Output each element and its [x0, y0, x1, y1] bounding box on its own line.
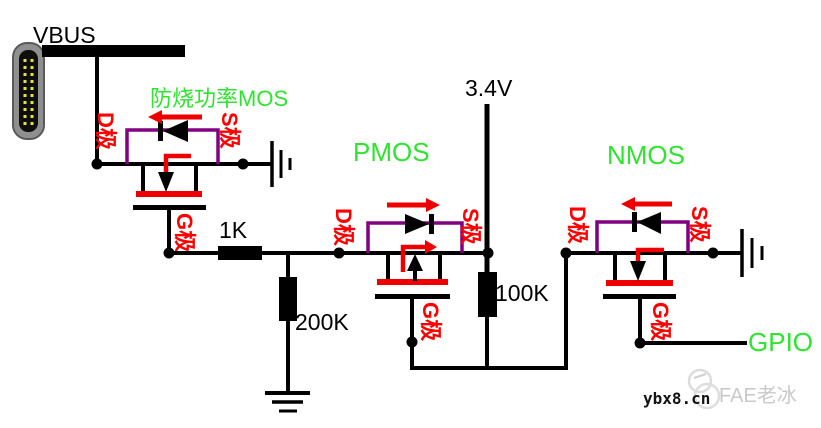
nmos-source-label: S极 — [687, 206, 712, 244]
pmos-drain-dot — [333, 247, 345, 259]
pmos-body-diode-icon — [405, 214, 429, 234]
nmos-drain-label: D极 — [565, 206, 590, 245]
mos1-inner-arrow — [163, 153, 191, 173]
pmos-up-arrowhead-icon — [407, 254, 423, 271]
resistor-1k-label: 1K — [219, 217, 248, 243]
ground-symbol-200k — [265, 391, 310, 413]
resistor-200k-body — [279, 277, 297, 321]
watermark-author: FAE老冰 — [719, 384, 797, 407]
resistor-100k: 100K — [478, 272, 549, 368]
mos1-gate-label: G极 — [172, 213, 197, 253]
nmos-current-arrowhead-icon — [621, 197, 635, 211]
nmos-inner-arrowhead-icon — [630, 261, 646, 281]
mos1-drain-label: D极 — [93, 112, 118, 151]
protect-mos-label: 防烧功率MOS — [150, 86, 288, 111]
pmos-current-arrowhead-icon — [426, 198, 440, 212]
pmos-source-dot — [482, 247, 494, 259]
usb-cavity — [19, 50, 38, 132]
ground-symbol-nmos — [740, 229, 764, 277]
supply-3v4-label: 3.4V — [465, 75, 513, 101]
resistor-100k-label: 100K — [495, 280, 549, 306]
watermark-logo-icon — [687, 368, 721, 410]
mos1-drain-dot — [91, 158, 103, 170]
nmos-drain-dot — [560, 247, 572, 259]
resistor-200k: 200K — [265, 253, 349, 413]
pmos-label: PMOS — [353, 137, 430, 167]
mos1-source-dot — [237, 158, 249, 170]
mos1-body-diode-icon — [163, 120, 188, 142]
watermark-site: ybx8.cn — [643, 389, 710, 408]
pmos: PMOS D极 S极 G极 — [331, 137, 494, 348]
wire-gate-bus — [410, 253, 568, 370]
gpio-label: GPIO — [748, 327, 813, 357]
pmos-diode-cathode-bar — [429, 214, 434, 234]
resistor-1k: 1K — [163, 217, 339, 260]
nmos: NMOS D极 S极 G极 — [560, 140, 742, 349]
ground-symbol-mos1 — [270, 141, 292, 187]
nmos-diode-cathode-bar — [632, 212, 637, 232]
nmos-body-diode-icon — [637, 212, 661, 234]
watermark: ybx8.cn FAE老冰 — [643, 368, 797, 410]
resistor-200k-label: 200K — [295, 309, 349, 335]
mos1-source-label: S极 — [217, 112, 242, 150]
pmos-source-label: S极 — [458, 208, 483, 246]
pmos-gate-plate — [375, 294, 450, 299]
nmos-source-dot — [707, 247, 719, 259]
pmos-inner-arrowhead-icon — [425, 240, 437, 254]
pmos-drain-label: D极 — [331, 208, 356, 247]
mos1-inner-arrowhead-icon — [158, 172, 174, 192]
mos1-diode-cathode-bar — [158, 121, 163, 141]
nmos-channel-bar — [606, 280, 673, 286]
pmos-inner-arrow — [400, 244, 428, 272]
nmos-gate-plate — [603, 294, 676, 299]
mos1-channel-bar — [136, 191, 202, 197]
mos1-current-arrowhead-icon — [148, 110, 162, 124]
vbus-label: VBUS — [33, 22, 96, 48]
nmos-gate-label: G极 — [648, 302, 673, 342]
nmos-label: NMOS — [607, 140, 685, 170]
pmos-gate-label: G极 — [418, 302, 443, 342]
anti-burn-power-mos: 防烧功率MOS D极 S极 G极 — [91, 86, 288, 253]
vbus-rail — [42, 45, 185, 57]
usb-c-connector-icon — [12, 42, 45, 140]
mos1-gate-plate — [133, 205, 206, 210]
resistor-100k-body — [478, 272, 497, 317]
resistor-1k-body — [218, 246, 262, 260]
nmos-inner-arrow — [635, 247, 664, 263]
pmos-channel-bar — [377, 279, 448, 285]
